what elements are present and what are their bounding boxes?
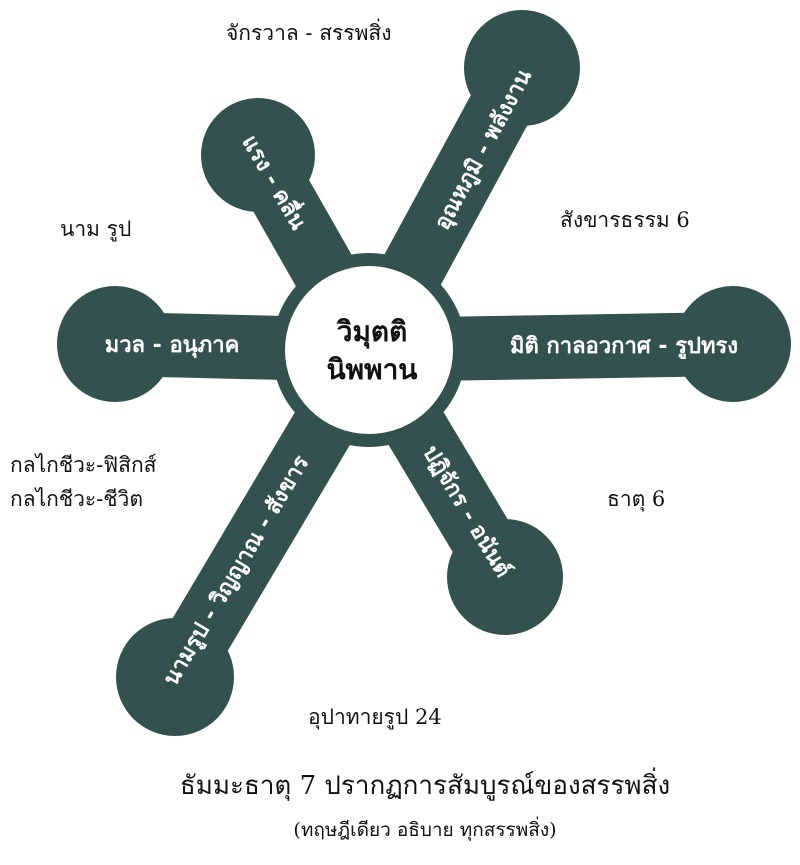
note-upper-left: นาม รูป — [60, 217, 131, 242]
node-bottom-right — [447, 519, 563, 635]
diagram-subtitle: (ทฤษฎีเดียว อธิบาย ทุกสรรพสิ่ง) — [293, 816, 556, 842]
hub-face — [285, 266, 453, 434]
note-bottom: อุปาทายรูป 24 — [308, 705, 442, 730]
note-lower-left-1: กลไกชีวะ-ฟิสิกส์ — [10, 453, 157, 477]
arm-label-right: มิติ กาลอวกาศ - รูปทรง — [510, 334, 738, 360]
note-upper-right: สังขารธรรม 6 — [560, 208, 690, 232]
node-left — [57, 286, 173, 402]
arm-label-left: มวล - อนุภาค — [105, 333, 240, 359]
arm-label-bottom-left: นามรูป - วิญญาณ - สังขาร — [159, 451, 315, 690]
node-right — [675, 286, 791, 402]
node-top-left — [201, 98, 315, 212]
note-lower-right: ธาตุ 6 — [607, 487, 665, 512]
hub-line-2: นิพพาน — [327, 353, 418, 386]
nodes — [57, 10, 791, 736]
hub: วิมุตติ นิพพาน — [272, 253, 466, 447]
diagram-title: ธัมมะธาตุ 7 ปรากฏการสัมบูรณ์ของสรรพสิ่ง — [180, 767, 670, 801]
node-top-right — [464, 10, 580, 126]
note-lower-left-2: กลไกชีวะ-ชีวิต — [10, 487, 143, 511]
hub-line-1: วิมุตติ — [335, 315, 407, 349]
node-bottom-left — [116, 618, 234, 736]
note-top: จักรวาล - สรรพสิ่ง — [226, 18, 392, 45]
